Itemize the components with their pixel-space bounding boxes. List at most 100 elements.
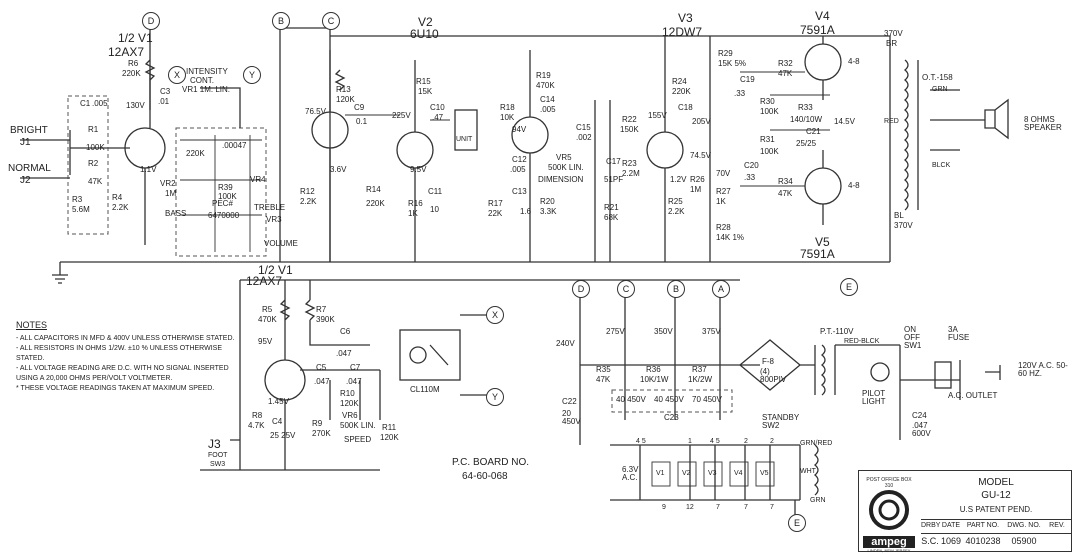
- heater-v3: V3: [708, 470, 717, 477]
- standby-label: STANDBY SW2: [762, 413, 800, 430]
- notes-title: NOTES: [16, 320, 48, 330]
- note-item: - ALL VOLTAGE READING ARE D.C. WITH NO S…: [16, 365, 229, 382]
- c19-value: .33: [734, 89, 746, 98]
- c17-value: 51PF: [604, 175, 624, 184]
- r34-label: R34: [778, 177, 793, 186]
- vr4-label: VR4: [250, 175, 266, 184]
- r35-value: 47K: [596, 375, 611, 384]
- node-b-psu: B: [667, 280, 685, 298]
- logo-text: ampeg: [863, 536, 915, 548]
- r25-value: 2.2K: [668, 207, 685, 216]
- v4-type: 7591A: [800, 23, 835, 37]
- vr1-label: VR1 1M. LIN.: [182, 85, 231, 94]
- f8-value: (4) 800PIV: [760, 367, 787, 384]
- title-block-value-row: S.C. 1069 4010238 05900: [921, 533, 1071, 550]
- r26-value: 1M: [690, 185, 702, 194]
- r6-label: R6: [128, 59, 139, 68]
- r12-label: R12: [300, 187, 315, 196]
- logo-top-text: POST OFFICE BOX 310: [866, 477, 912, 489]
- ampeg-logo: POST OFFICE BOX 310 ampeg LINDEN, NEW JE…: [863, 477, 915, 553]
- c5-label: C5: [316, 363, 327, 372]
- r6-value: 220K: [122, 69, 141, 78]
- v3-name: V3: [678, 11, 693, 25]
- pin-2a: 2: [744, 438, 748, 445]
- c24-value: .047 600V: [912, 421, 931, 438]
- title-block: POST OFFICE BOX 310 ampeg LINDEN, NEW JE…: [858, 470, 1072, 553]
- v16-label: 1.6: [520, 207, 532, 216]
- r18-value: 10K: [500, 113, 515, 122]
- r31-value: 100K: [760, 147, 779, 156]
- r5-label: R5: [262, 305, 273, 314]
- r19-value: 470K: [536, 81, 555, 90]
- pin-7a: 7: [716, 504, 720, 511]
- c3-label: C3: [160, 87, 171, 96]
- c10-value: .47: [432, 113, 444, 122]
- c18-label: C18: [678, 103, 693, 112]
- vr6-value: 500K LIN.: [340, 421, 376, 430]
- vr2-label: VR2: [160, 179, 176, 188]
- v70-label: 70V: [716, 169, 731, 178]
- c12-label: C12: [512, 155, 527, 164]
- r32-value: 47K: [778, 69, 793, 78]
- heater-v5: V5: [760, 470, 769, 477]
- v95-label: 9.5V: [410, 165, 427, 174]
- j2-label: J2: [20, 175, 31, 186]
- node-y: Y: [243, 66, 261, 84]
- c14-label: C14: [540, 95, 555, 104]
- v765-label: 76.5V: [305, 107, 326, 116]
- val-dwg-no: 05900: [1011, 536, 1037, 546]
- r1-value: 100K: [86, 143, 105, 152]
- node-d: D: [142, 12, 160, 30]
- r5-value: 470K: [258, 315, 277, 324]
- node-x: X: [168, 66, 186, 84]
- r35-label: R35: [596, 365, 611, 374]
- c23-value: 40 450V: [616, 395, 646, 404]
- c10-label: C10: [430, 103, 445, 112]
- node-a-psu: A: [712, 280, 730, 298]
- c15-label: C15: [576, 123, 591, 132]
- intensity-label: INTENSITY: [186, 67, 228, 76]
- v5-type: 7591A: [800, 247, 835, 261]
- r18-label: R18: [500, 103, 515, 112]
- r30-label: R30: [760, 97, 775, 106]
- v1a-name: 1/2 V1: [118, 31, 153, 45]
- f8-label: F-8: [762, 357, 774, 366]
- c70-value: 70 450V: [692, 395, 722, 404]
- r24-value: 220K: [672, 87, 691, 96]
- unit-label: UNIT: [456, 136, 473, 143]
- r32-label: R32: [778, 59, 793, 68]
- c6-value: .047: [336, 349, 352, 358]
- v11-label: 1.1V: [140, 165, 157, 174]
- node-c-psu: C: [617, 280, 635, 298]
- r8-label: R8: [252, 411, 263, 420]
- c17-label: C17: [606, 157, 621, 166]
- r24-label: R24: [672, 77, 687, 86]
- j3-label: J3: [208, 437, 221, 451]
- r26-label: R26: [690, 175, 705, 184]
- v130-label: 130V: [126, 101, 145, 110]
- ac-input-label: 120V A.C. 50-60 HZ.: [1018, 361, 1068, 378]
- v36-label: 3.6V: [330, 165, 347, 174]
- r3-value: 5.6M: [72, 205, 90, 214]
- r15-value: 15K: [418, 87, 433, 96]
- pin-2b: 2: [770, 438, 774, 445]
- vr5-value: 500K LIN.: [548, 163, 584, 172]
- c1-value: .005: [92, 99, 108, 108]
- pec-label: PEC#: [212, 199, 233, 208]
- v375-label: 375V: [702, 327, 721, 336]
- c7-value: .047: [346, 377, 362, 386]
- note-item: - ALL RESISTORS IN OHMS 1/2W. ±10 % UNLE…: [16, 345, 222, 362]
- r4-label: R4: [112, 193, 123, 202]
- vr5-label: VR5: [556, 153, 572, 162]
- r3-label: R3: [72, 195, 83, 204]
- r20-value: 3.3K: [540, 207, 557, 216]
- val-drby: S.C.: [921, 536, 939, 546]
- c23-label: C23: [664, 413, 679, 422]
- v48-bottom-label: 4-8: [848, 181, 860, 190]
- vr6-label: VR6: [342, 411, 358, 420]
- pin-1: 1: [688, 438, 692, 445]
- v155-label: 155V: [648, 111, 667, 120]
- node-c: C: [322, 12, 340, 30]
- r14-label: R14: [366, 185, 381, 194]
